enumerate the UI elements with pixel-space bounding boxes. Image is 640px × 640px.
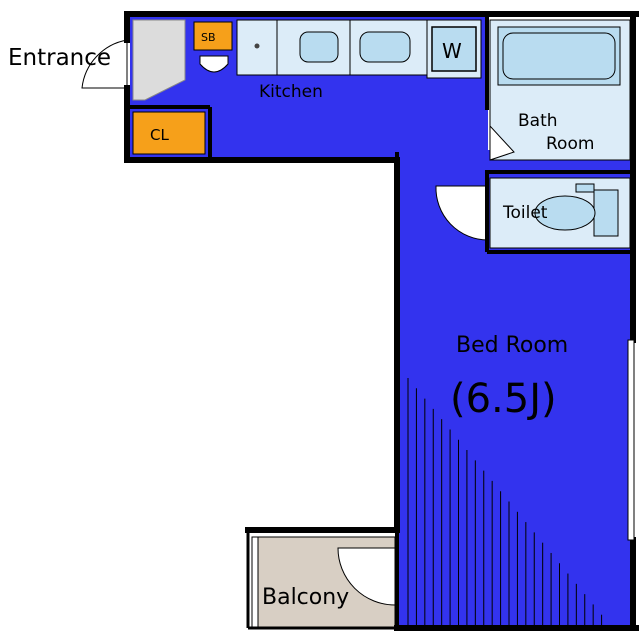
entrance-door-icon xyxy=(81,39,128,89)
bedroom-label: Bed Room xyxy=(456,333,568,358)
toilet-tank-icon xyxy=(593,189,619,237)
toilet-bowl-icon xyxy=(534,195,596,231)
entrance-label: Entrance xyxy=(8,45,111,71)
kitchen-sink-icon xyxy=(359,31,411,63)
bathtub-basin-icon xyxy=(502,32,616,80)
inner-walls xyxy=(127,14,633,628)
wash-basin-icon xyxy=(199,55,229,73)
toilet-lid-icon xyxy=(575,183,595,193)
bedroom-hatching xyxy=(407,378,603,625)
balcony-door-icon xyxy=(337,547,396,606)
washer-label: W xyxy=(442,39,462,63)
kitchen-label: Kitchen xyxy=(259,82,323,102)
stove-icon xyxy=(299,31,339,63)
balcony-rail xyxy=(251,536,259,628)
toilet-door-icon xyxy=(435,185,489,241)
balcony-label: Balcony xyxy=(262,585,349,610)
walls xyxy=(124,11,639,631)
burner-knob-icon xyxy=(254,43,260,49)
shoe-box xyxy=(193,21,233,51)
bath-room-label-line2: Room xyxy=(546,134,594,154)
closet-label: CL xyxy=(150,126,169,144)
closet xyxy=(132,111,206,155)
bedroom-window xyxy=(627,339,635,541)
washer-icon xyxy=(431,26,477,72)
shoe-box-label: SB xyxy=(201,31,216,44)
entrance-floor xyxy=(132,19,186,101)
bedroom-size-label: (6.5J) xyxy=(450,376,557,422)
bath-door-icon xyxy=(489,124,515,161)
toilet-label: Toilet xyxy=(502,203,548,223)
bath-room-label-line1: Bath xyxy=(518,111,558,131)
